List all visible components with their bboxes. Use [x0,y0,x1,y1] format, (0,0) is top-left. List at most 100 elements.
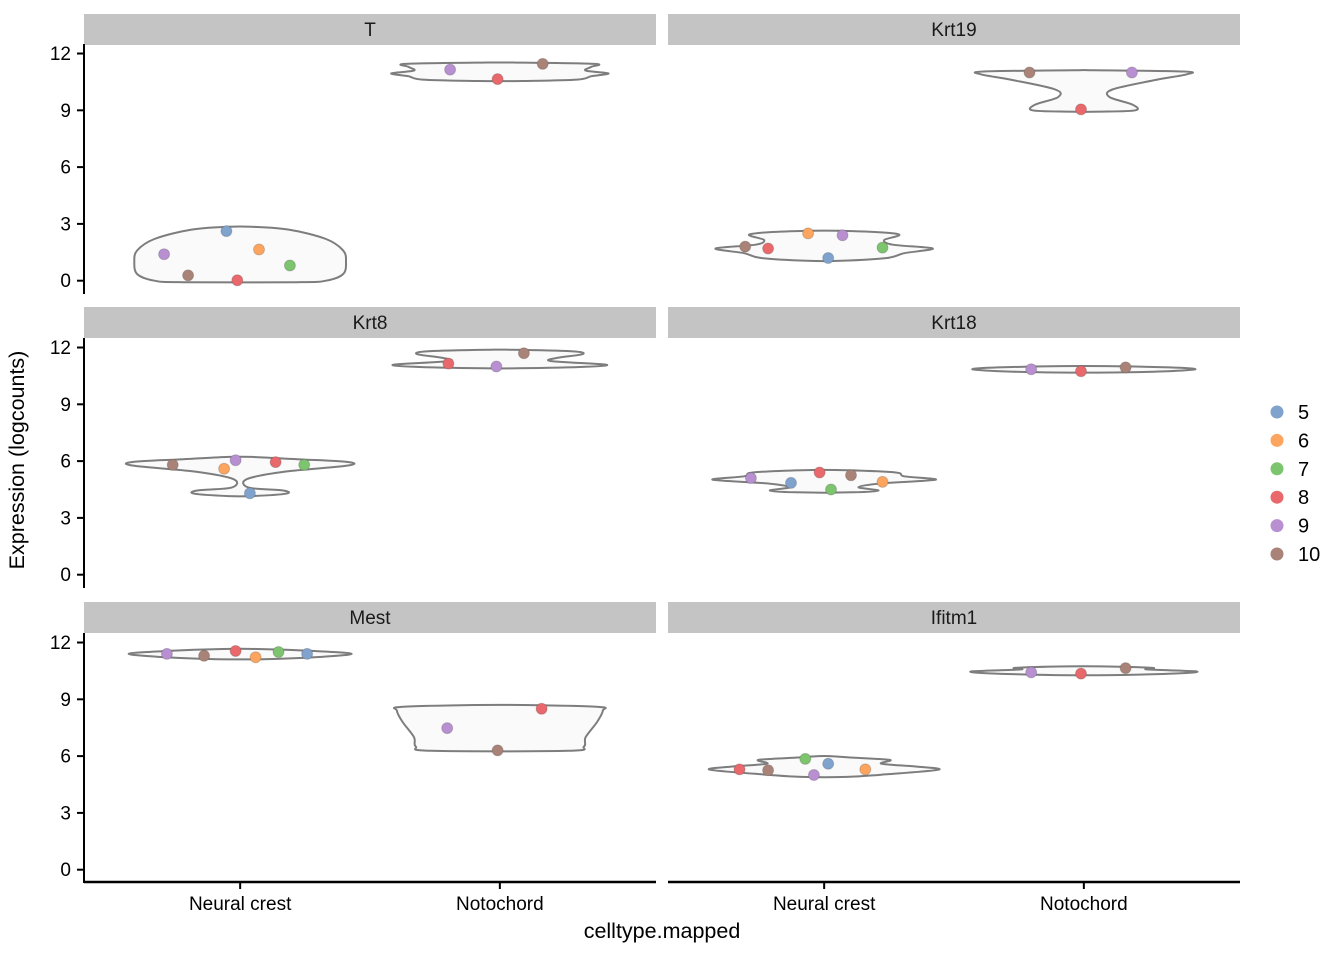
data-point-sample-10 [182,269,195,282]
x-category-label: Notochord [456,894,544,915]
x-category-label: Notochord [1040,894,1128,915]
facet-title: Krt8 [353,313,388,334]
facet-title: Ifitm1 [931,608,977,629]
y-tick-label: 3 [60,214,71,235]
y-tick-label: 6 [60,747,71,768]
y-tick-label: 12 [50,338,71,359]
data-point-sample-6 [876,475,889,488]
legend-label: 10 [1298,544,1320,566]
facet-strip [84,307,656,338]
data-point-sample-9 [744,472,757,485]
data-point-sample-5 [822,757,835,770]
data-point-sample-10 [166,458,179,471]
data-point-sample-7 [799,752,812,765]
data-point-sample-5 [785,476,797,489]
y-tick-label: 3 [60,803,71,824]
data-point-sample-10 [198,649,211,662]
data-point-sample-10 [762,764,775,777]
data-point-sample-9 [1025,363,1038,376]
y-tick-label: 9 [60,395,71,416]
facet-strip [668,14,1240,45]
data-point-sample-7 [272,646,285,658]
data-point-sample-6 [253,243,265,256]
legend-swatch-9 [1270,519,1284,533]
data-point-sample-8 [231,274,244,287]
data-point-sample-9 [158,248,171,261]
y-tick-label: 12 [50,44,71,65]
y-tick-label: 6 [60,452,71,473]
facet-strip [668,602,1240,633]
legend-label: 7 [1298,459,1309,481]
data-point-sample-10 [1119,662,1132,675]
data-point-sample-9 [490,360,503,373]
x-category-label: Neural crest [189,894,292,915]
facet-strip [84,14,656,45]
data-point-sample-10 [491,744,504,757]
data-point-sample-8 [733,763,746,776]
data-point-sample-9 [444,63,457,76]
y-tick-label: 9 [60,690,71,711]
data-point-sample-9 [1125,66,1138,79]
data-point-sample-9 [229,454,242,467]
data-point-sample-7 [825,483,837,496]
data-point-sample-7 [298,458,311,471]
data-point-sample-6 [249,651,262,664]
data-point-sample-8 [1075,103,1087,116]
facet-title: Krt19 [931,20,976,41]
y-tick-label: 0 [60,860,71,881]
violin-shape [711,468,937,494]
legend-swatch-6 [1270,433,1284,447]
legend-label: 8 [1298,487,1309,509]
legend-swatch-5 [1270,405,1284,419]
data-point-sample-10 [739,240,752,253]
data-point-sample-6 [802,227,815,240]
data-point-sample-6 [218,462,231,475]
data-point-sample-10 [536,57,549,70]
data-point-sample-8 [813,466,826,479]
x-axis-title: celltype.mapped [584,919,741,943]
data-point-sample-5 [243,487,256,500]
data-point-sample-10 [1119,361,1132,374]
data-point-sample-9 [1025,666,1038,679]
y-tick-label: 6 [60,158,71,179]
y-tick-label: 9 [60,101,71,122]
data-point-sample-8 [442,357,455,370]
data-point-sample-9 [836,229,849,242]
legend-swatch-7 [1270,462,1284,476]
data-point-sample-5 [822,252,835,264]
data-point-sample-10 [1023,66,1036,79]
data-point-sample-6 [859,763,872,776]
legend-label: 9 [1298,516,1309,538]
legend-swatch-8 [1270,490,1284,504]
data-point-sample-7 [283,259,296,272]
facet-strip [668,307,1240,338]
data-point-sample-8 [491,73,504,86]
x-category-label: Neural crest [773,894,876,915]
facet-title: Mest [349,608,391,629]
y-tick-label: 0 [60,565,71,586]
data-point-sample-5 [301,647,314,660]
violin-shape [973,69,1194,113]
data-point-sample-9 [807,769,820,781]
y-tick-label: 0 [60,271,71,292]
data-point-sample-10 [517,347,530,360]
violin-shape [124,455,356,498]
facet-title: Krt18 [931,313,976,334]
data-point-sample-5 [220,225,233,238]
data-point-sample-8 [1075,365,1087,378]
facet-strip [84,602,656,633]
y-tick-label: 3 [60,508,71,529]
facet-title: T [364,20,376,41]
y-tick-label: 12 [50,633,71,654]
data-point-sample-8 [535,702,548,715]
data-point-sample-10 [845,469,857,482]
data-point-sample-7 [876,241,889,254]
data-point-sample-8 [762,242,775,255]
data-point-sample-8 [229,645,242,657]
data-point-sample-8 [269,456,282,469]
data-point-sample-9 [160,647,173,660]
legend-label: 5 [1298,402,1309,424]
legend-swatch-10 [1270,547,1284,561]
